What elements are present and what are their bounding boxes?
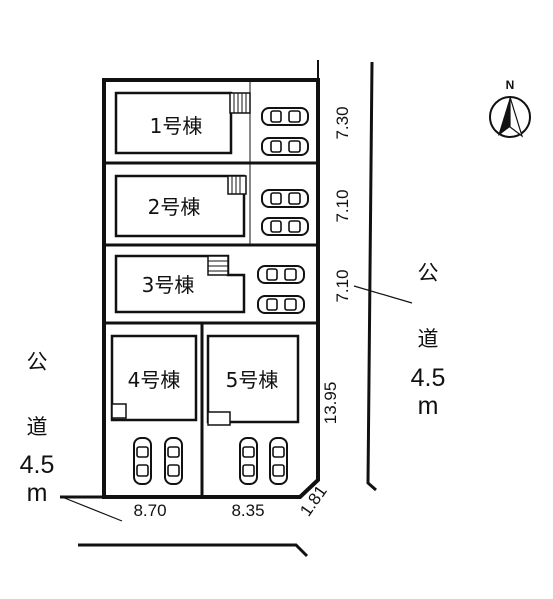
east-road-leader bbox=[353, 285, 413, 304]
stairs-icon bbox=[208, 260, 228, 272]
west-road-char-1: 公 bbox=[27, 350, 48, 374]
west-road-unit: m bbox=[27, 479, 48, 507]
car-icon bbox=[261, 137, 309, 156]
lot-4-label: 4号棟 bbox=[128, 368, 181, 392]
stairs-icon bbox=[233, 93, 247, 113]
house-1-footprint bbox=[114, 91, 233, 155]
lot-1-label: 1号棟 bbox=[150, 114, 203, 138]
house-1-porch bbox=[229, 92, 251, 114]
dimension-south-1: 8.70 bbox=[133, 501, 166, 520]
lot-3-label: 3号棟 bbox=[142, 273, 195, 297]
car-icon bbox=[261, 189, 309, 208]
car-icon bbox=[269, 437, 288, 485]
dimension-east-4: 13.95 bbox=[321, 382, 340, 425]
car-icon bbox=[257, 265, 305, 284]
compass-label: N bbox=[506, 78, 515, 92]
lot-1: 1号棟 bbox=[114, 91, 309, 156]
site-boundary bbox=[102, 78, 320, 499]
dimension-east-3: 7.10 bbox=[333, 269, 352, 302]
west-road-char-2: 道 bbox=[27, 415, 48, 439]
house-4-entrance bbox=[111, 403, 127, 419]
house-5-footprint bbox=[206, 334, 300, 424]
lot-2-label: 2号棟 bbox=[148, 195, 201, 219]
east-road-unit: m bbox=[418, 392, 439, 420]
dimension-east-1: 7.30 bbox=[333, 106, 352, 139]
lot-5-label: 5号棟 bbox=[226, 368, 279, 392]
east-road-char-1: 公 bbox=[418, 261, 439, 285]
west-road-width: 4.5 bbox=[20, 451, 55, 479]
car-icon bbox=[261, 217, 309, 236]
lot-5: 5号棟 bbox=[206, 334, 300, 485]
lot-4: 4号棟 bbox=[110, 334, 198, 485]
stairs-icon bbox=[231, 176, 241, 194]
car-icon bbox=[257, 295, 305, 314]
car-icon bbox=[261, 107, 309, 126]
east-road-width: 4.5 bbox=[411, 364, 446, 392]
west-road-leader bbox=[61, 496, 123, 522]
dimension-corner: 1.81 bbox=[296, 482, 331, 520]
house-5-entrance bbox=[207, 411, 231, 426]
car-icon bbox=[164, 437, 183, 485]
east-road-edge bbox=[366, 61, 377, 492]
lot-2: 2号棟 bbox=[114, 174, 309, 238]
east-road-char-2: 道 bbox=[418, 327, 439, 351]
north-arrow-icon: N bbox=[489, 78, 531, 138]
car-icon bbox=[239, 437, 258, 485]
lot-3: 3号棟 bbox=[114, 254, 305, 314]
house-2-porch bbox=[227, 175, 247, 195]
south-road-edge bbox=[78, 543, 309, 558]
house-2-footprint bbox=[114, 174, 246, 238]
dimension-east-2: 7.10 bbox=[333, 189, 352, 222]
dimension-south-2: 8.35 bbox=[231, 501, 264, 520]
car-icon bbox=[133, 437, 152, 485]
